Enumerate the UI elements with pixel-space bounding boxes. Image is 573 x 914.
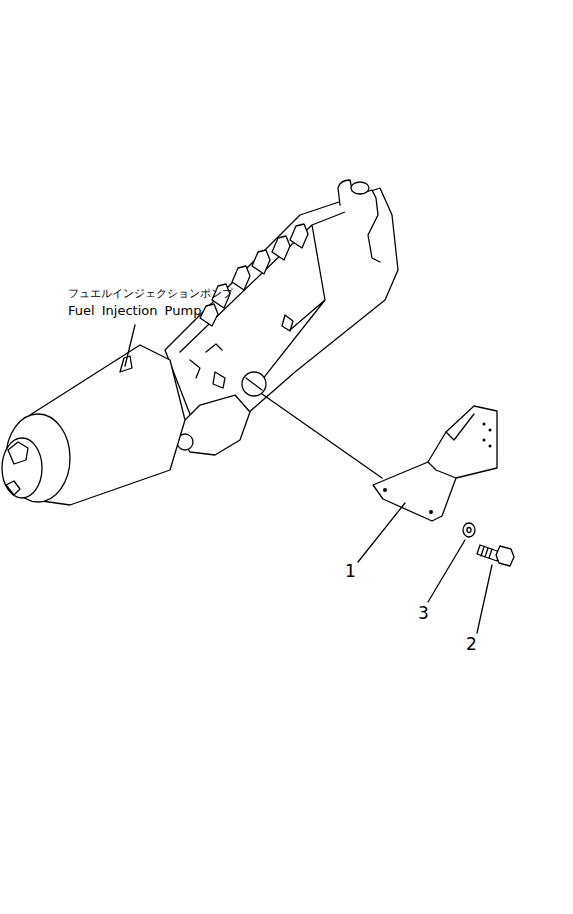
callout-number: 2 xyxy=(466,636,477,653)
washer-hole xyxy=(467,528,471,533)
coupling xyxy=(6,442,28,495)
bolt-thread xyxy=(481,547,492,558)
callout-number: 1 xyxy=(345,563,356,580)
pump-body-edge xyxy=(180,212,345,395)
pump-side-details xyxy=(190,315,293,388)
callout-leader xyxy=(477,565,492,633)
callout-leader xyxy=(428,540,465,602)
plug-slot xyxy=(246,378,262,390)
part-name: Fuel Injection Pump xyxy=(68,304,201,317)
plug xyxy=(242,372,266,396)
timer-flange xyxy=(2,438,42,498)
feed-pump xyxy=(175,395,250,455)
callout-number: 3 xyxy=(418,605,429,622)
bracket-holes xyxy=(383,423,492,515)
callout-leader xyxy=(358,503,405,562)
pump-cap-top xyxy=(351,182,369,194)
bracket-bend xyxy=(428,414,474,478)
bolt-head xyxy=(496,546,514,566)
pump-cap xyxy=(338,180,380,262)
washer xyxy=(463,523,475,537)
assembly-line xyxy=(262,394,382,478)
delivery-valves xyxy=(200,224,308,326)
bracket xyxy=(373,406,497,521)
part-name: フュエルインジェクションポンプ xyxy=(68,288,233,299)
leader-line xyxy=(125,325,135,366)
